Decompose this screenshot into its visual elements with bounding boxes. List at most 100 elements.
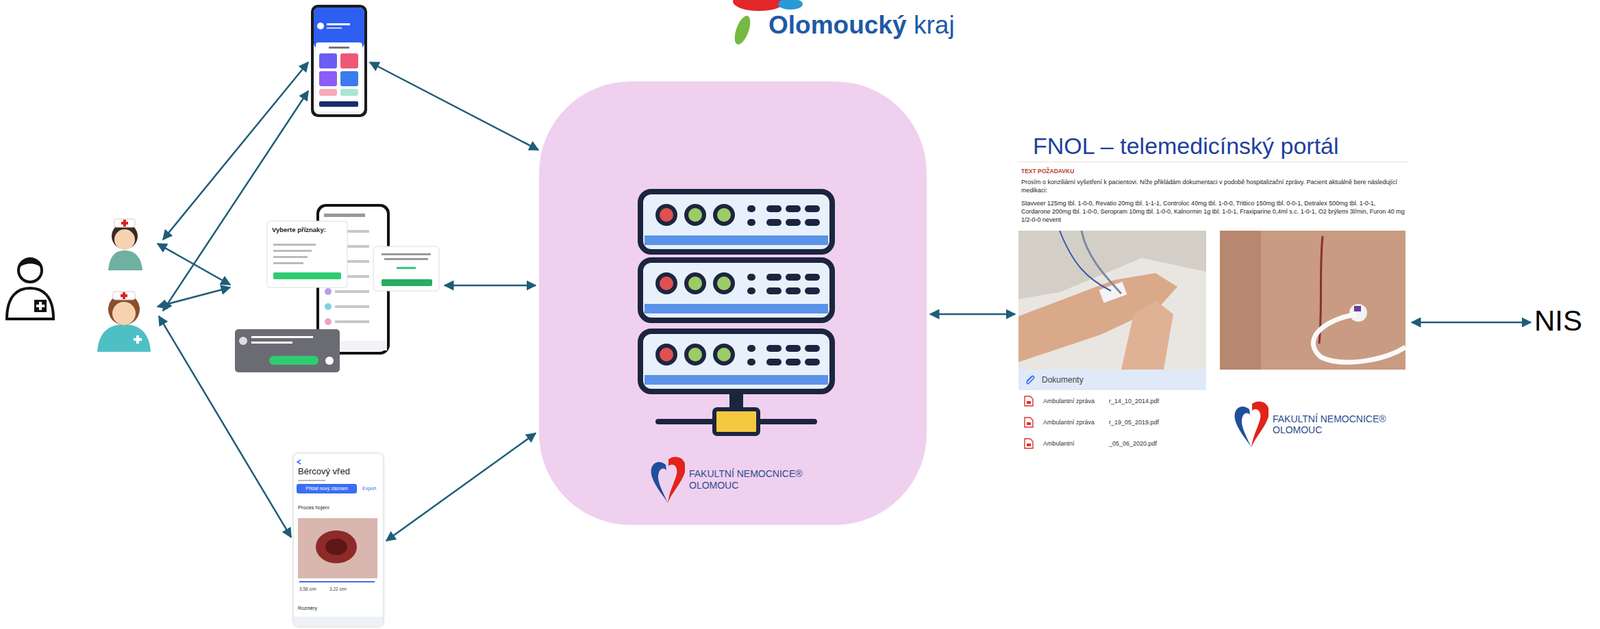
card-bar bbox=[273, 262, 304, 265]
logo-heart-right bbox=[667, 456, 685, 504]
connector-arrow bbox=[930, 313, 1016, 316]
list-bar bbox=[334, 290, 370, 294]
chat-button bbox=[325, 356, 334, 366]
request-heading: TEXT POŽADAVKU bbox=[1021, 167, 1409, 175]
nurse-cross bbox=[120, 294, 128, 298]
phone-screen bbox=[313, 7, 365, 115]
server-icon bbox=[637, 189, 835, 440]
server-slot bbox=[785, 287, 801, 295]
system-text: NIS bbox=[1534, 304, 1583, 339]
pdf-mark bbox=[1026, 422, 1031, 426]
connector-arrow bbox=[386, 433, 536, 542]
nurse-face bbox=[112, 302, 136, 326]
chat-bar bbox=[251, 336, 314, 339]
nurse-cap bbox=[113, 291, 135, 300]
file-row: Ambulantní zprávar_14_10_2014.pdf bbox=[1018, 390, 1207, 412]
server-slot bbox=[747, 345, 756, 353]
server-slot bbox=[766, 219, 782, 227]
doctor-cross bbox=[36, 304, 45, 308]
photo-infusion bbox=[1018, 230, 1207, 370]
wound-illustration bbox=[293, 454, 383, 627]
link-arrow bbox=[157, 243, 231, 285]
card-button bbox=[273, 272, 342, 280]
logo-petal bbox=[732, 0, 785, 11]
screen-text: Rozměry bbox=[297, 606, 318, 611]
clip-shape bbox=[1026, 376, 1035, 385]
server-slot bbox=[747, 358, 756, 366]
server-slot bbox=[766, 205, 782, 213]
portal-content: TEXT POŽADAVKUProsím o konziliární vyšet… bbox=[1018, 161, 1409, 455]
link-arrow bbox=[369, 62, 539, 150]
nurse-cap bbox=[114, 219, 135, 228]
pdf-shape bbox=[1024, 439, 1033, 449]
logo-text: FAKULTNÍ NEMOCNICE® OLOMOUC bbox=[1272, 413, 1414, 437]
symptom-card bbox=[267, 221, 348, 288]
chat-avatar bbox=[239, 336, 248, 346]
popup-card bbox=[373, 246, 440, 292]
popup-bar bbox=[381, 253, 431, 256]
list-icon bbox=[324, 318, 332, 326]
photo-row bbox=[1018, 230, 1409, 370]
server-unit bbox=[640, 260, 833, 321]
screen-text: Přidat nový záznam bbox=[296, 486, 357, 492]
connector-arrow bbox=[1411, 321, 1531, 324]
phone-card bbox=[315, 42, 363, 111]
logo-text: FAKULTNÍ NEMOCNICE® OLOMOUC bbox=[689, 468, 830, 492]
server-led bbox=[657, 206, 676, 224]
phone-tile bbox=[340, 89, 359, 96]
phone-tile bbox=[319, 71, 337, 87]
hospital-logo: FAKULTNÍ NEMOCNICE® OLOMOUC bbox=[649, 455, 830, 505]
phone-avatar bbox=[317, 22, 324, 30]
server-unit bbox=[640, 191, 833, 253]
clip-icon bbox=[1023, 373, 1037, 387]
server-slot bbox=[785, 205, 801, 213]
logo-leaf bbox=[731, 13, 754, 47]
phone-tile bbox=[319, 53, 337, 69]
server-led bbox=[686, 274, 705, 293]
server-slot bbox=[785, 273, 801, 281]
server-slot bbox=[804, 219, 820, 227]
file-row: Ambulantní_05_06_2020.pdf bbox=[1018, 432, 1207, 455]
doctor-body bbox=[6, 288, 54, 320]
link-arrow bbox=[163, 62, 309, 240]
documents-row: DokumentyAmbulantní zprávar_14_10_2014.p… bbox=[1018, 369, 1409, 455]
phone-tile bbox=[319, 89, 337, 96]
phone-bar bbox=[326, 23, 350, 26]
nurse-body bbox=[108, 250, 143, 271]
logo-heart-left bbox=[651, 462, 668, 504]
server-switch bbox=[714, 409, 759, 435]
phone-bar bbox=[326, 27, 342, 29]
nurse-body bbox=[97, 324, 151, 353]
server-led bbox=[715, 206, 733, 224]
server-slot bbox=[785, 345, 801, 353]
screen-text: Vyberte příznaky: bbox=[271, 226, 327, 234]
medication-text: Stavveer 125mg tbl. 1-0-0, Revatio 20mg … bbox=[1021, 200, 1406, 224]
wound-photo bbox=[297, 518, 378, 579]
chat-bar bbox=[251, 341, 293, 344]
nav-bar bbox=[293, 617, 383, 627]
logo-heart-right bbox=[1251, 402, 1269, 449]
wound-app-screen: Bércový vředPřidat nový záznamExportProc… bbox=[293, 454, 383, 627]
server-unit bbox=[640, 331, 833, 392]
pdf-icon bbox=[1023, 417, 1034, 429]
phone-bar bbox=[328, 46, 350, 49]
list-icon bbox=[324, 303, 332, 311]
photo-shade bbox=[1219, 230, 1261, 370]
logo-heart bbox=[649, 455, 685, 505]
wound bbox=[315, 530, 357, 564]
portal-panel: FNOL – telemedicínský portálTEXT POŽADAV… bbox=[1018, 130, 1409, 455]
server-strip bbox=[644, 235, 829, 246]
list-bar bbox=[334, 305, 370, 309]
back-arrow bbox=[297, 460, 301, 465]
file-name: r_19_05_2019.pdf bbox=[1108, 419, 1159, 427]
server-slot bbox=[785, 358, 801, 366]
progress-bar bbox=[299, 581, 375, 583]
server-slot bbox=[804, 205, 820, 213]
server-slot bbox=[766, 287, 782, 295]
logo-text: kraj bbox=[913, 10, 955, 40]
documents-list: DokumentyAmbulantní zprávar_14_10_2014.p… bbox=[1018, 369, 1207, 455]
pdf-mark bbox=[1026, 443, 1031, 447]
doctor-cross-bg bbox=[34, 300, 47, 313]
phone-frame bbox=[310, 4, 368, 118]
documents-bar: Dokumenty bbox=[1018, 369, 1207, 391]
